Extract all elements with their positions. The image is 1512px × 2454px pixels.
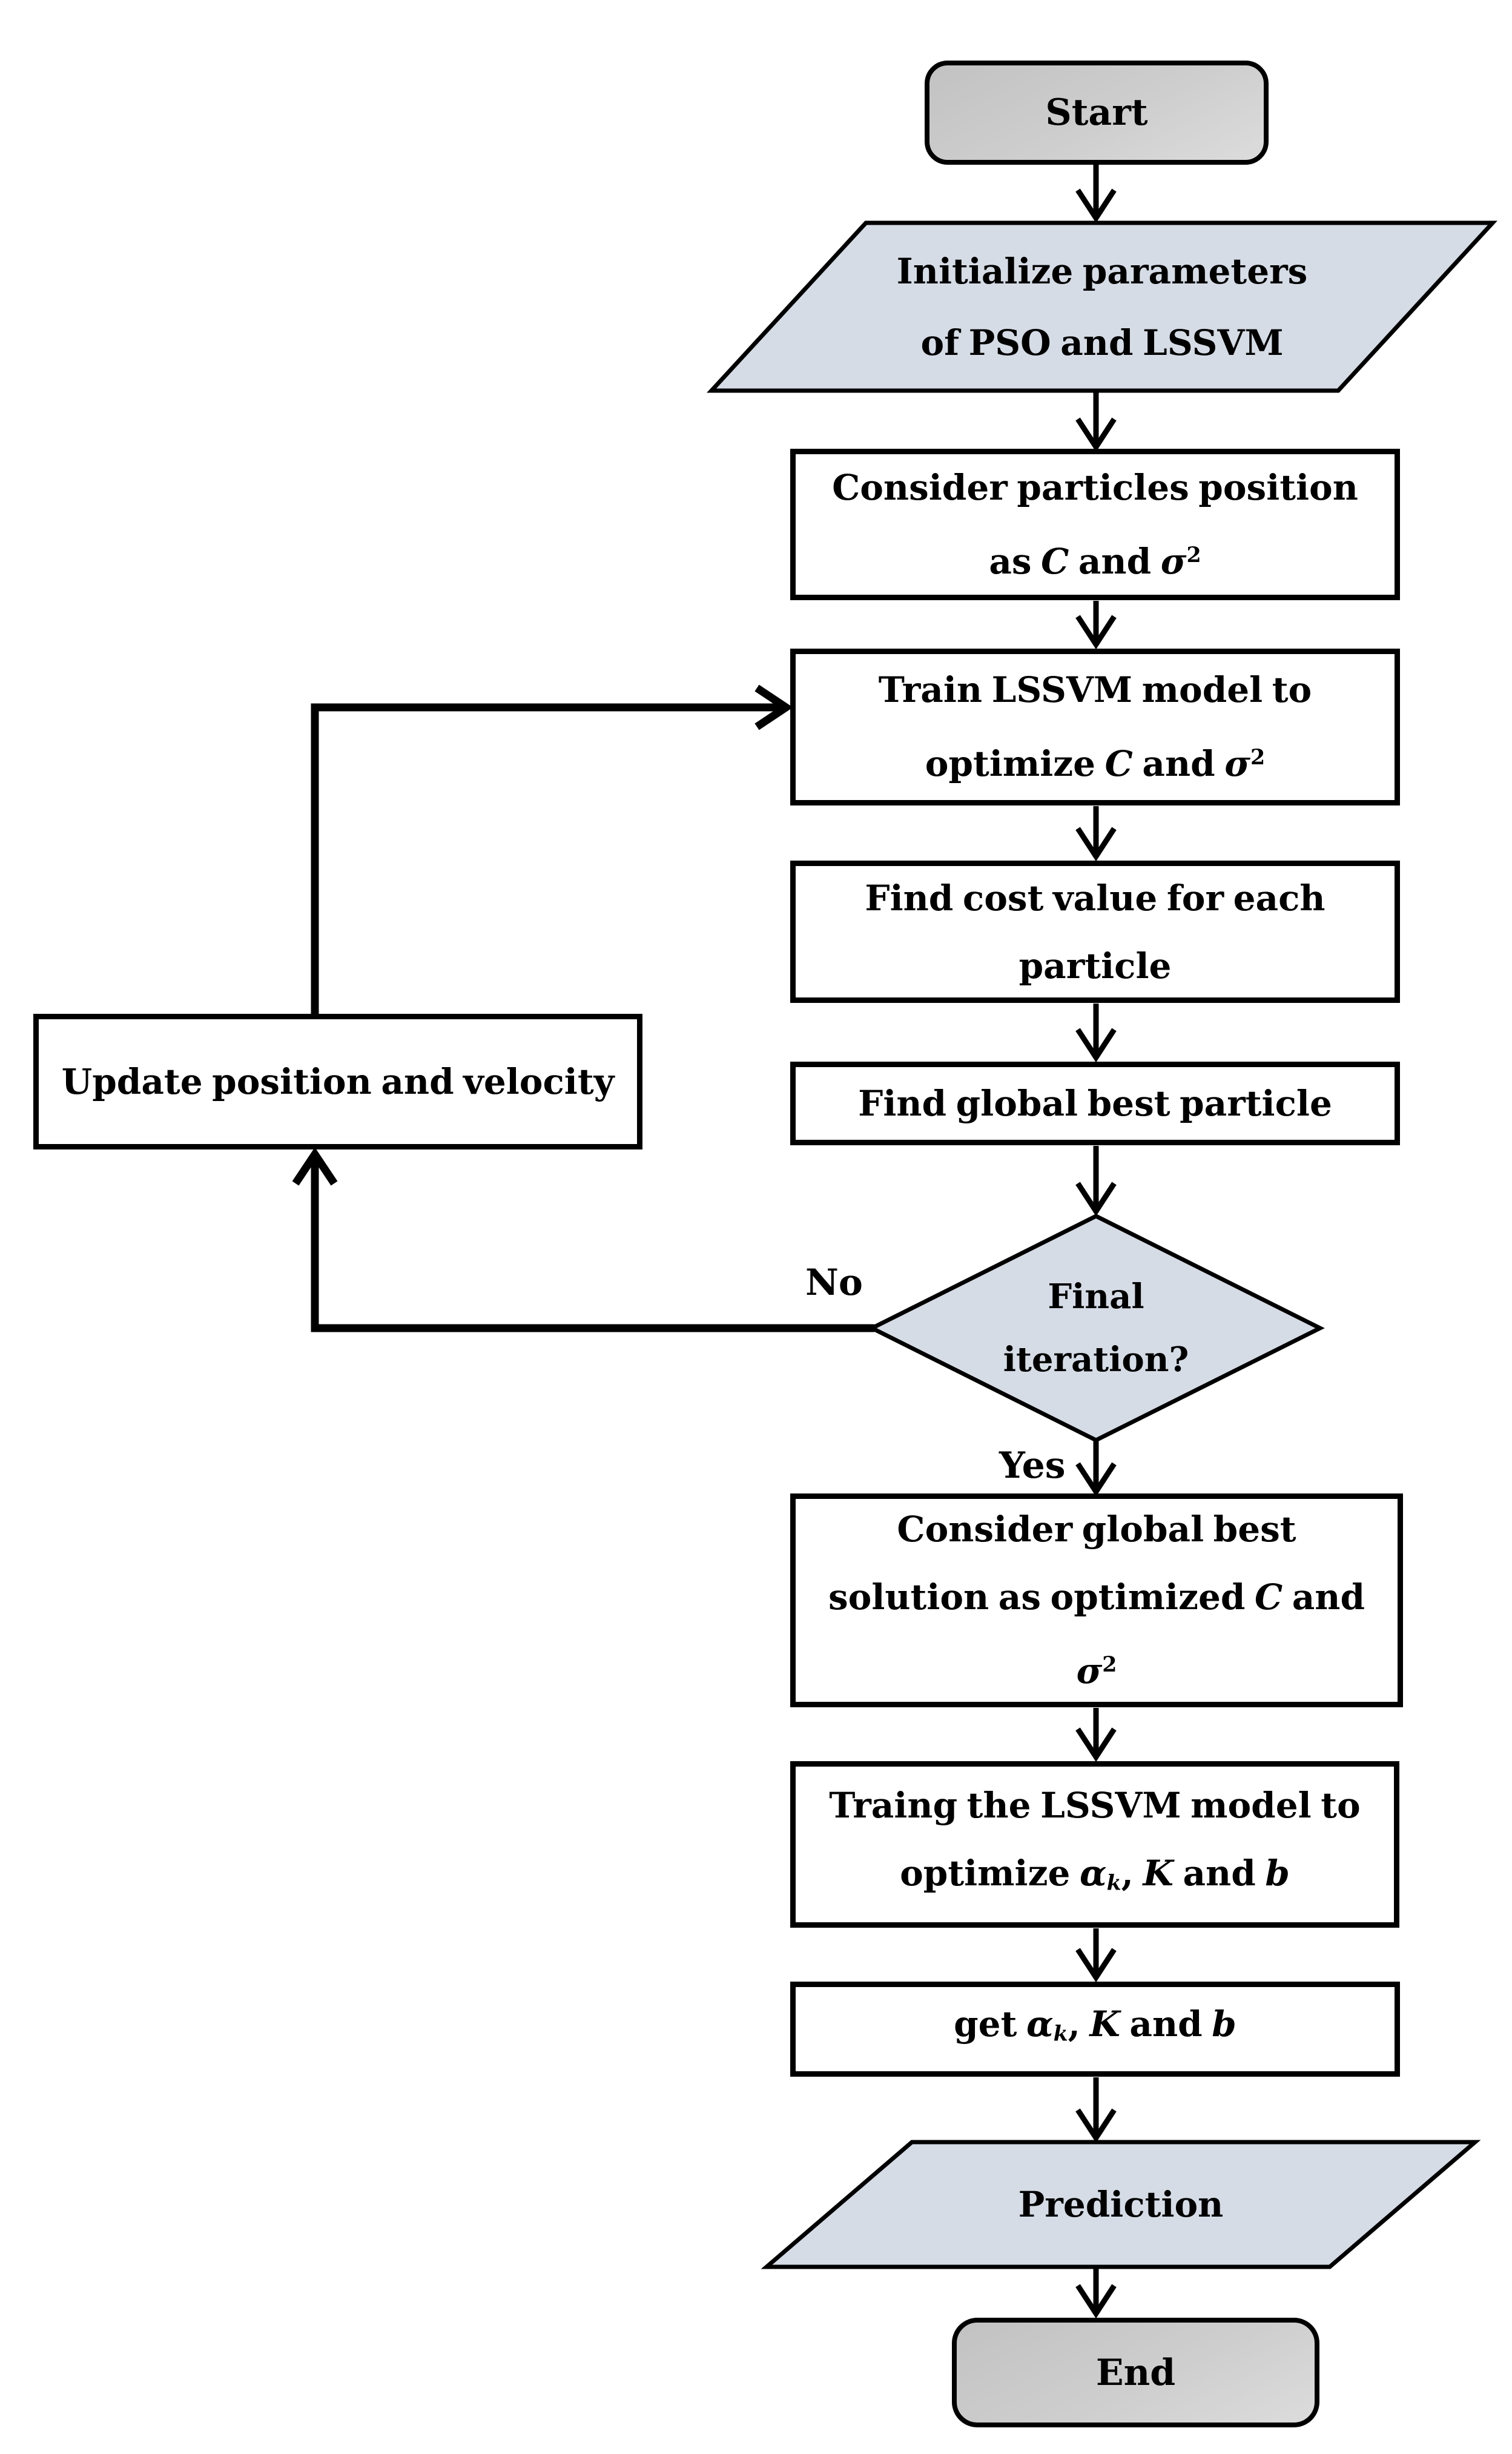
node-prediction: Prediction — [767, 2142, 1475, 2267]
node-end: End — [952, 2318, 1319, 2427]
best-line1: Find global best particle — [858, 1083, 1332, 1124]
cost-line2: particle — [1018, 945, 1172, 987]
edge-update-train — [311, 684, 793, 1015]
get-line1: get αk, K and b — [954, 2003, 1236, 2046]
node-consider-global-best-solution: Consider global best solution as optimiz… — [790, 1493, 1403, 1707]
gbest-line1: Consider global best — [897, 1509, 1296, 1550]
decision-diamond — [867, 1214, 1325, 1443]
start-label: Start — [1045, 91, 1148, 134]
particles-line1: Consider particles position — [832, 466, 1358, 508]
edge-best-decision — [1075, 1146, 1117, 1217]
train-line1: Train LSSVM model to — [878, 669, 1312, 711]
gbest-line3: σ2 — [1076, 1650, 1117, 1692]
edge-train-cost — [1075, 806, 1117, 862]
end-label: End — [1095, 2351, 1176, 2394]
edge-start-init — [1075, 165, 1117, 223]
node-find-cost-value: Find cost value for each particle — [790, 861, 1400, 1003]
edge-decision-update-no — [292, 1147, 874, 1332]
init-line2: of PSO and LSSVM — [920, 322, 1284, 363]
node-update-position-velocity: Update position and velocity — [33, 1014, 642, 1149]
edge-particles-train — [1075, 601, 1117, 650]
decision-line1: Final — [1048, 1277, 1144, 1317]
train-line2: optimize C and σ2 — [925, 743, 1266, 785]
node-traing-lssvm-model: Traing the LSSVM model to optimize αk, K… — [790, 1761, 1399, 1928]
node-start: Start — [925, 61, 1269, 165]
edge-get-prediction — [1075, 2077, 1117, 2143]
init-line1: Initialize parameters — [896, 250, 1308, 292]
yes-branch-label: Yes — [999, 1444, 1066, 1487]
cost-line1: Find cost value for each — [865, 877, 1325, 919]
edge-prediction-end — [1075, 2268, 1117, 2319]
node-consider-particles-position: Consider particles position as C and σ2 — [790, 449, 1400, 600]
edge-traing-get — [1075, 1928, 1117, 1983]
edge-init-particles — [1075, 392, 1117, 452]
node-train-lssvm-model: Train LSSVM model to optimize C and σ2 — [790, 649, 1400, 805]
update-line1: Update position and velocity — [61, 1061, 615, 1102]
prediction-label: Prediction — [1018, 2184, 1224, 2225]
traing-line2: optimize αk, K and b — [900, 1853, 1290, 1896]
node-get-parameters: get αk, K and b — [790, 1982, 1400, 2077]
prediction-parallelogram — [761, 2140, 1481, 2269]
no-branch-label: No — [805, 1262, 863, 1304]
decision-line2: iteration? — [1003, 1340, 1189, 1380]
edge-gbest-traing — [1075, 1708, 1117, 1762]
edge-cost-best — [1075, 1004, 1117, 1063]
node-final-iteration-decision: Final iteration? — [872, 1216, 1320, 1440]
particles-line2: as C and σ2 — [989, 541, 1201, 583]
init-parallelogram — [707, 220, 1497, 393]
node-initialize-parameters: Initialize parameters of PSO and LSSVM — [711, 223, 1493, 391]
edge-decision-gbest-yes — [1075, 1441, 1117, 1497]
node-find-global-best-particle: Find global best particle — [790, 1062, 1400, 1145]
traing-line1: Traing the LSSVM model to — [829, 1785, 1361, 1827]
gbest-line2: solution as optimized C and — [828, 1576, 1365, 1618]
